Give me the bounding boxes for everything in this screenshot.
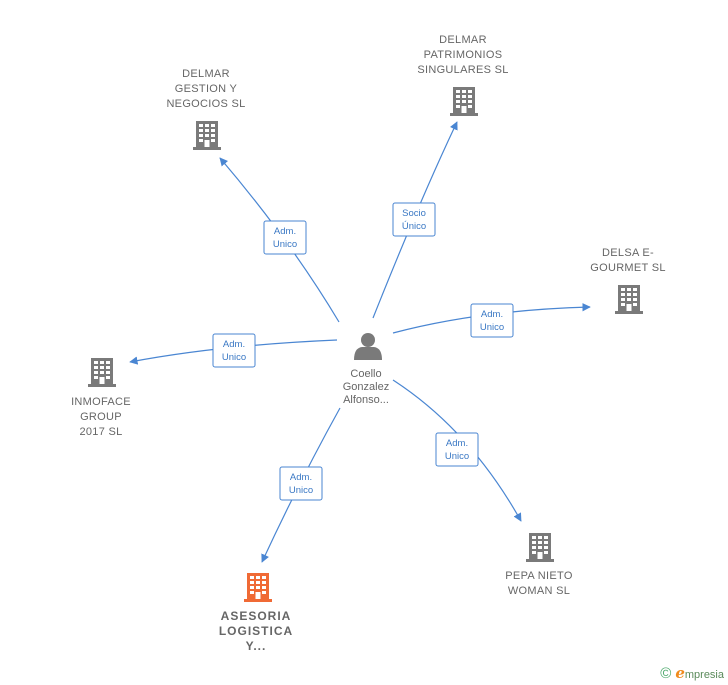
- building-icon[interactable]: [244, 573, 272, 602]
- brand-logo-initial: e: [675, 664, 685, 682]
- label-line: INMOFACE: [71, 396, 131, 408]
- role-box-pepa-nieto[interactable]: Adm. Unico: [435, 432, 479, 467]
- brand-name: mpresia: [684, 669, 724, 681]
- company-label-delmar-patrimonios[interactable]: DELMAR PATRIMONIOS SINGULARES SL: [410, 33, 516, 78]
- label-line: Coello: [350, 368, 382, 380]
- label-line: PEPA NIETO: [505, 570, 573, 582]
- label-line: SINGULARES SL: [417, 64, 509, 76]
- person-icon[interactable]: [354, 333, 382, 360]
- edges: [129, 121, 591, 563]
- label-line: GOURMET SL: [590, 262, 666, 274]
- label-line: GESTION Y: [174, 83, 238, 95]
- company-label-inmoface[interactable]: INMOFACE GROUP 2017 SL: [58, 395, 144, 440]
- building-icon[interactable]: [88, 358, 116, 387]
- label-line: 2017 SL: [79, 426, 123, 438]
- label-line: DELMAR: [439, 34, 487, 46]
- role-line: Adm.: [481, 309, 503, 320]
- role-box-delsa-egourmet[interactable]: Adm. Unico: [470, 303, 514, 338]
- role-line: Adm.: [274, 226, 296, 237]
- label-line: Gonzalez: [342, 381, 390, 393]
- company-label-delsa-egourmet[interactable]: DELSA E- GOURMET SL: [584, 246, 672, 276]
- role-line: Unico: [480, 322, 504, 333]
- role-line: Adm.: [446, 438, 468, 449]
- label-line: DELSA E-: [602, 247, 654, 259]
- label-line: GROUP: [80, 411, 122, 423]
- label-line: DELMAR: [182, 68, 230, 80]
- footer-brand: ©empresia: [660, 664, 724, 682]
- role-line: Unico: [273, 239, 297, 250]
- building-icon[interactable]: [526, 533, 554, 562]
- role-box-inmoface[interactable]: Adm. Unico: [212, 333, 256, 368]
- role-line: Adm.: [223, 339, 245, 350]
- label-line: PATRIMONIOS: [423, 49, 503, 61]
- role-line: Unico: [289, 485, 313, 496]
- copyright-symbol: ©: [660, 665, 672, 682]
- label-line: LOGISTICA: [218, 624, 294, 638]
- company-label-pepa-nieto[interactable]: PEPA NIETO WOMAN SL: [496, 569, 582, 599]
- role-line: Único: [402, 221, 426, 232]
- role-line: Unico: [445, 451, 469, 462]
- role-line: Socio: [402, 208, 426, 219]
- label-line: Y...: [245, 639, 267, 653]
- label-line: NEGOCIOS SL: [166, 98, 246, 110]
- building-icon[interactable]: [193, 121, 221, 150]
- role-box-asesoria[interactable]: Adm. Unico: [279, 466, 323, 501]
- building-icon[interactable]: [450, 87, 478, 116]
- role-box-delmar-gestion[interactable]: Adm. Unico: [263, 220, 307, 255]
- label-line: Alfonso...: [343, 394, 389, 406]
- company-label-asesoria[interactable]: ASESORIA LOGISTICA Y...: [208, 609, 304, 654]
- label-line: ASESORIA: [220, 609, 292, 623]
- role-line: Unico: [222, 352, 246, 363]
- role-box-delmar-patrimonios[interactable]: Socio Único: [392, 202, 436, 237]
- role-line: Adm.: [290, 472, 312, 483]
- label-line: WOMAN SL: [507, 585, 571, 597]
- person-label[interactable]: Coello Gonzalez Alfonso...: [326, 368, 406, 407]
- building-icon[interactable]: [615, 285, 643, 314]
- company-label-delmar-gestion[interactable]: DELMAR GESTION Y NEGOCIOS SL: [158, 67, 254, 112]
